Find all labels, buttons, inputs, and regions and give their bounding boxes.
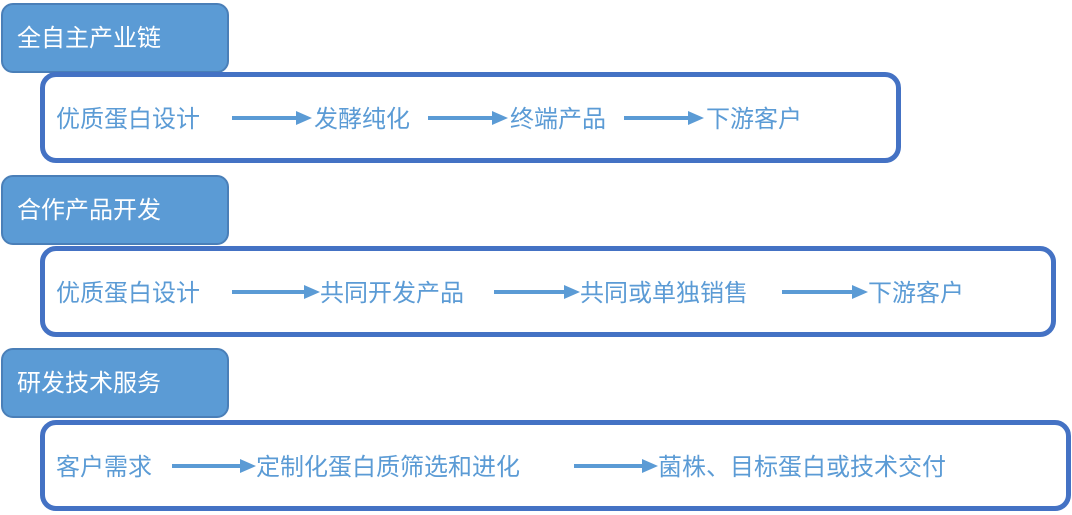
flow-arrow-icon bbox=[494, 285, 580, 299]
flow-arrow-icon bbox=[624, 111, 704, 125]
flow-step: 共同开发产品 bbox=[320, 279, 464, 307]
flow-step: 菌株、目标蛋白或技术交付 bbox=[658, 453, 946, 481]
flow-step: 发酵纯化 bbox=[314, 105, 410, 133]
flow-step: 共同或单独销售 bbox=[580, 279, 748, 307]
flow-step: 终端产品 bbox=[510, 105, 606, 133]
section-title-rd-service: 研发技术服务 bbox=[1, 348, 229, 418]
flow-step: 优质蛋白设计 bbox=[56, 105, 200, 133]
section-title-full-chain: 全自主产业链 bbox=[1, 3, 229, 73]
flow-arrow-icon bbox=[782, 285, 868, 299]
section-title-cooperation: 合作产品开发 bbox=[1, 175, 229, 245]
flow-step: 优质蛋白设计 bbox=[56, 279, 200, 307]
flow-step: 定制化蛋白质筛选和进化 bbox=[256, 453, 520, 481]
flow-arrow-icon bbox=[172, 459, 256, 473]
flow-arrow-icon bbox=[428, 111, 508, 125]
flow-box-full-chain bbox=[40, 72, 901, 163]
flow-arrow-icon bbox=[232, 111, 312, 125]
flow-step: 下游客户 bbox=[706, 105, 802, 133]
flow-step: 客户需求 bbox=[56, 453, 152, 481]
flow-arrow-icon bbox=[574, 459, 658, 473]
flow-arrow-icon bbox=[232, 285, 320, 299]
flow-step: 下游客户 bbox=[868, 279, 964, 307]
